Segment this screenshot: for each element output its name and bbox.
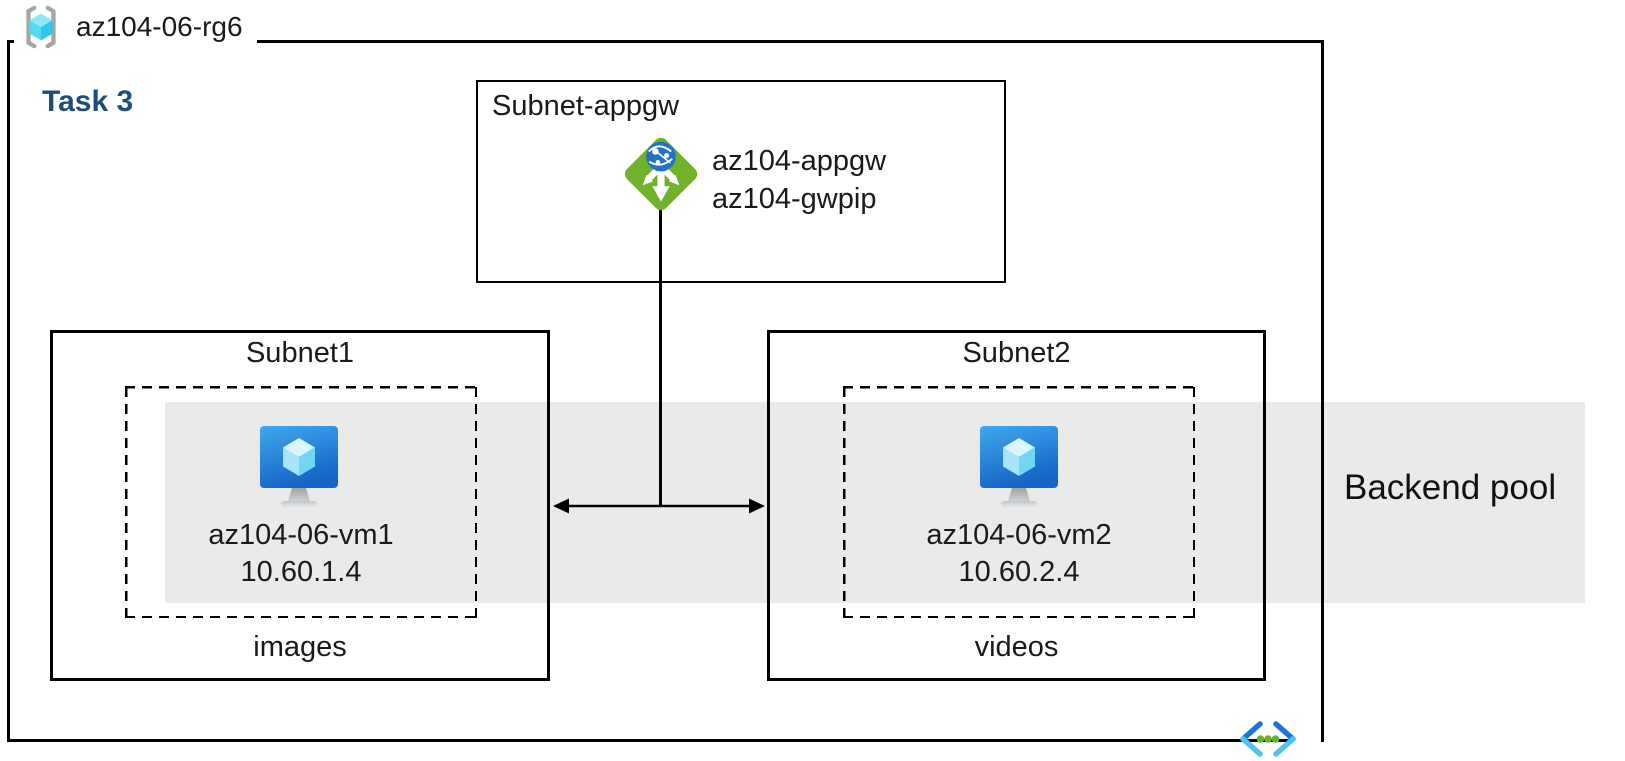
application-gateway-labels: az104-appgw az104-gwpip [712, 142, 886, 218]
subnet2-title: Subnet2 [962, 337, 1071, 369]
resource-group-icon [26, 5, 56, 49]
vm1-labels: az104-06-vm1 10.60.1.4 [125, 517, 477, 591]
subnet1-title: Subnet1 [245, 337, 355, 369]
subnet-appgw-box [476, 80, 1006, 283]
task-label: Task 3 [42, 85, 134, 118]
resource-group-header: az104-06-rg6 [14, 2, 257, 52]
appgw-name: az104-appgw [712, 145, 887, 177]
resource-group-box [7, 40, 1324, 742]
subnet2-box [767, 330, 1266, 681]
vm2-labels: az104-06-vm2 10.60.2.4 [843, 517, 1195, 591]
virtual-machine-icon [980, 426, 1058, 508]
virtual-machine-icon [260, 426, 338, 508]
border-gap [1289, 736, 1321, 746]
appgw-public-ip-name: az104-gwpip [712, 183, 877, 215]
subnet2-storage-label: videos [974, 631, 1059, 663]
connector-vertical-line [659, 209, 662, 506]
vm1-ip: 10.60.1.4 [240, 556, 362, 588]
resource-group-name: az104-06-rg6 [76, 11, 243, 42]
subnet-appgw-title: Subnet-appgw [492, 90, 680, 122]
virtual-network-icon [1240, 721, 1296, 757]
vm2-ip: 10.60.2.4 [958, 556, 1080, 588]
vm1-name: az104-06-vm1 [208, 519, 394, 551]
subnet1-storage-label: images [253, 631, 347, 663]
connector-double-arrow [553, 498, 765, 514]
backend-pool-label: Backend pool [1344, 468, 1557, 507]
vm2-name: az104-06-vm2 [926, 519, 1112, 551]
subnet1-box [50, 330, 550, 681]
application-gateway-icon [624, 137, 698, 211]
